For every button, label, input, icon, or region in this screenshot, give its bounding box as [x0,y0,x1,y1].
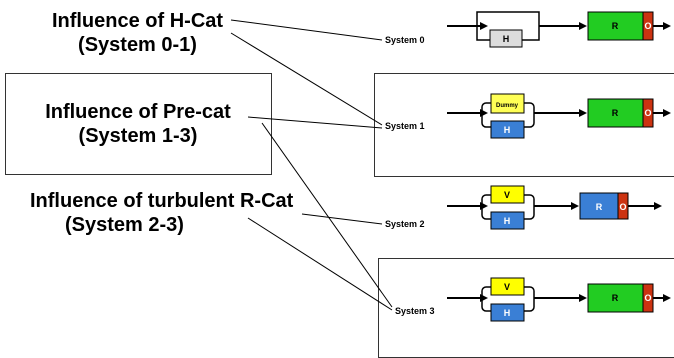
system-2-reactor-label: R [596,202,603,212]
system-2-v-box [490,185,525,204]
connector-precat-system3 [261,122,393,308]
connector-precat-system1 [247,116,383,129]
system-0-outlet-label: O [644,21,651,31]
system-2-h-box [490,211,525,230]
influence-precat-title: Influence of Pre-cat [45,101,231,123]
system-2-label: System 2 [385,219,425,229]
influence-hcat-subtitle: (System 0-1) [78,34,197,56]
system-2-v-label: V [504,190,510,200]
influence-hcat-label: Influence of H-Cat (System 0-1) [30,9,245,57]
precat-frame [5,73,272,175]
system-0-inlet-arrow [480,22,488,30]
system-0-h-label: H [503,34,510,44]
system-2-outlet-label: O [619,202,626,212]
system-1-label: System 1 [385,121,425,131]
system-3-reactor [587,283,644,313]
system-3-outlet-arrow [663,294,671,302]
system-1-outlet-label: O [644,108,651,118]
system-3-v-box [490,277,525,296]
system-3-reactor-label: R [612,293,619,303]
influence-rcat-subtitle: (System 2-3) [65,214,184,236]
system-1-reactor-label: R [612,108,619,118]
system-1-mid-arrow [579,109,587,117]
system-0-mid-arrow [579,22,587,30]
system-2-mid-arrow [571,202,579,210]
system-0-label: System 0 [385,35,425,45]
influence-precat-label: Influence of Pre-cat (System 1-3) [18,100,258,148]
system-1-h-label: H [504,125,511,135]
influence-hcat-title: Influence of H-Cat [51,10,224,32]
influence-precat-subtitle: (System 1-3) [78,125,198,147]
system-1-reactor [587,98,644,128]
influence-rcat-title: Influence of turbulent R-Cat [30,190,294,212]
system-1-dummy-box [490,93,525,114]
system-1-outlet-arrow [663,109,671,117]
system-3-inlet-arrow [480,294,488,302]
system-0-h-box [489,29,523,48]
system-3-v-label: V [504,282,510,292]
connector-rcat-system2 [301,213,383,225]
system-0-reactor-label: R [612,21,619,31]
system-2-reactor [579,192,619,220]
system-0-outlet-arrow [663,22,671,30]
system-2-h-label: H [504,216,511,226]
influence-rcat-label: Influence of turbulent R-Cat (System 2-3… [30,189,320,237]
connector-hcat-system0 [230,19,383,41]
connector-rcat-system3 [247,217,393,311]
connector-hcat-system1 [230,32,383,126]
system-3-h-label: H [504,308,511,318]
system-3-h-box [490,303,525,322]
system-0-reactor [587,11,644,41]
system-1-dummy-label: Dummy [496,103,519,109]
system-1-h-box [490,120,525,139]
system-3-mid-arrow [579,294,587,302]
system-3-label: System 3 [395,306,435,316]
system-2-outlet-arrow [654,202,662,210]
system-3-outlet-label: O [644,293,651,303]
